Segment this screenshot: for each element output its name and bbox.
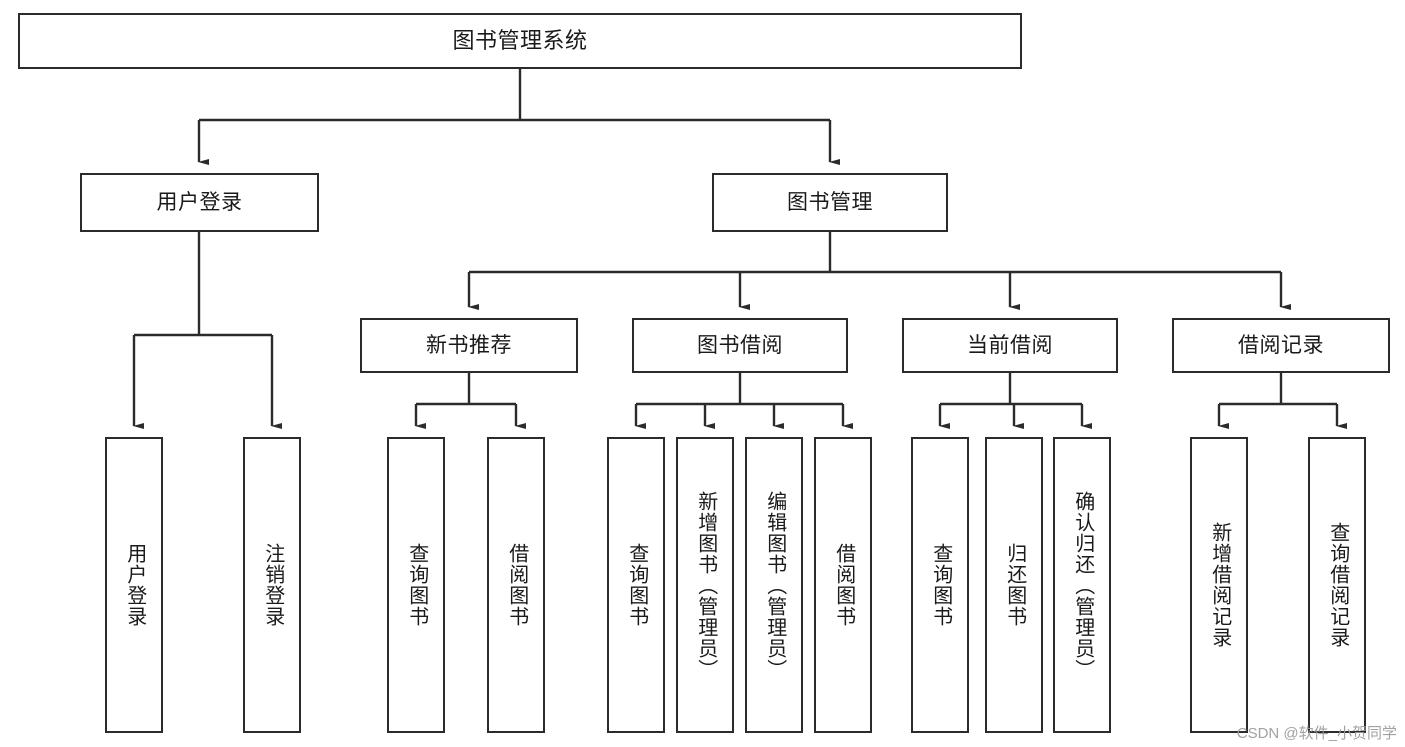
node-leaf-add-book-admin[interactable]: 新增图书（管理员） (676, 437, 734, 733)
node-leaf-logout-login[interactable]: 注销登录 (243, 437, 301, 733)
node-book-borrow[interactable]: 图书借阅 (632, 318, 848, 373)
node-leaf-add-borrow-record[interactable]: 新增借阅记录 (1190, 437, 1248, 733)
node-leaf-user-login-label: 用户登录 (123, 543, 146, 627)
node-leaf-query-borrow-record-label: 查询借阅记录 (1326, 522, 1349, 648)
node-leaf-edit-book-admin[interactable]: 编辑图书（管理员） (745, 437, 803, 733)
node-root-图书管理系统[interactable]: 图书管理系统 (18, 13, 1022, 69)
node-leaf-query-book-2[interactable]: 查询图书 (607, 437, 665, 733)
node-new-book-recommend[interactable]: 新书推荐 (360, 318, 578, 373)
node-current-borrow[interactable]: 当前借阅 (902, 318, 1118, 373)
node-leaf-borrow-book-1[interactable]: 借阅图书 (487, 437, 545, 733)
node-book-borrow-label: 图书借阅 (697, 334, 783, 357)
node-leaf-add-book-admin-label: 新增图书（管理员） (694, 490, 717, 680)
node-leaf-borrow-book-2[interactable]: 借阅图书 (814, 437, 872, 733)
node-root-图书管理系统-label: 图书管理系统 (452, 28, 588, 53)
node-leaf-user-login[interactable]: 用户登录 (105, 437, 163, 733)
node-leaf-return-book-label: 归还图书 (1003, 543, 1026, 627)
watermark-text: CSDN @软件_小贺同学 (1236, 725, 1397, 742)
node-leaf-query-borrow-record[interactable]: 查询借阅记录 (1308, 437, 1366, 733)
node-leaf-query-book-2-label: 查询图书 (625, 543, 648, 627)
node-leaf-confirm-return[interactable]: 确认归还（管理员） (1053, 437, 1111, 733)
node-leaf-query-book-1-label: 查询图书 (405, 543, 428, 627)
node-leaf-query-book-3-label: 查询图书 (929, 543, 952, 627)
node-current-borrow-label: 当前借阅 (967, 334, 1053, 357)
node-leaf-query-book-3[interactable]: 查询图书 (911, 437, 969, 733)
node-leaf-return-book[interactable]: 归还图书 (985, 437, 1043, 733)
node-leaf-logout-login-label: 注销登录 (261, 543, 284, 627)
node-leaf-query-book-1[interactable]: 查询图书 (387, 437, 445, 733)
node-book-manage-label: 图书管理 (787, 191, 873, 214)
node-borrow-record-label: 借阅记录 (1238, 334, 1324, 357)
node-book-manage[interactable]: 图书管理 (712, 173, 948, 232)
node-user-login[interactable]: 用户登录 (80, 173, 319, 232)
node-leaf-edit-book-admin-label: 编辑图书（管理员） (763, 490, 786, 680)
node-leaf-confirm-return-label: 确认归还（管理员） (1071, 490, 1094, 680)
node-leaf-borrow-book-1-label: 借阅图书 (505, 543, 528, 627)
node-user-login-label: 用户登录 (156, 191, 243, 214)
node-borrow-record[interactable]: 借阅记录 (1172, 318, 1390, 373)
node-leaf-borrow-book-2-label: 借阅图书 (832, 543, 855, 627)
node-leaf-add-borrow-record-label: 新增借阅记录 (1208, 522, 1231, 648)
node-new-book-recommend-label: 新书推荐 (426, 334, 512, 357)
